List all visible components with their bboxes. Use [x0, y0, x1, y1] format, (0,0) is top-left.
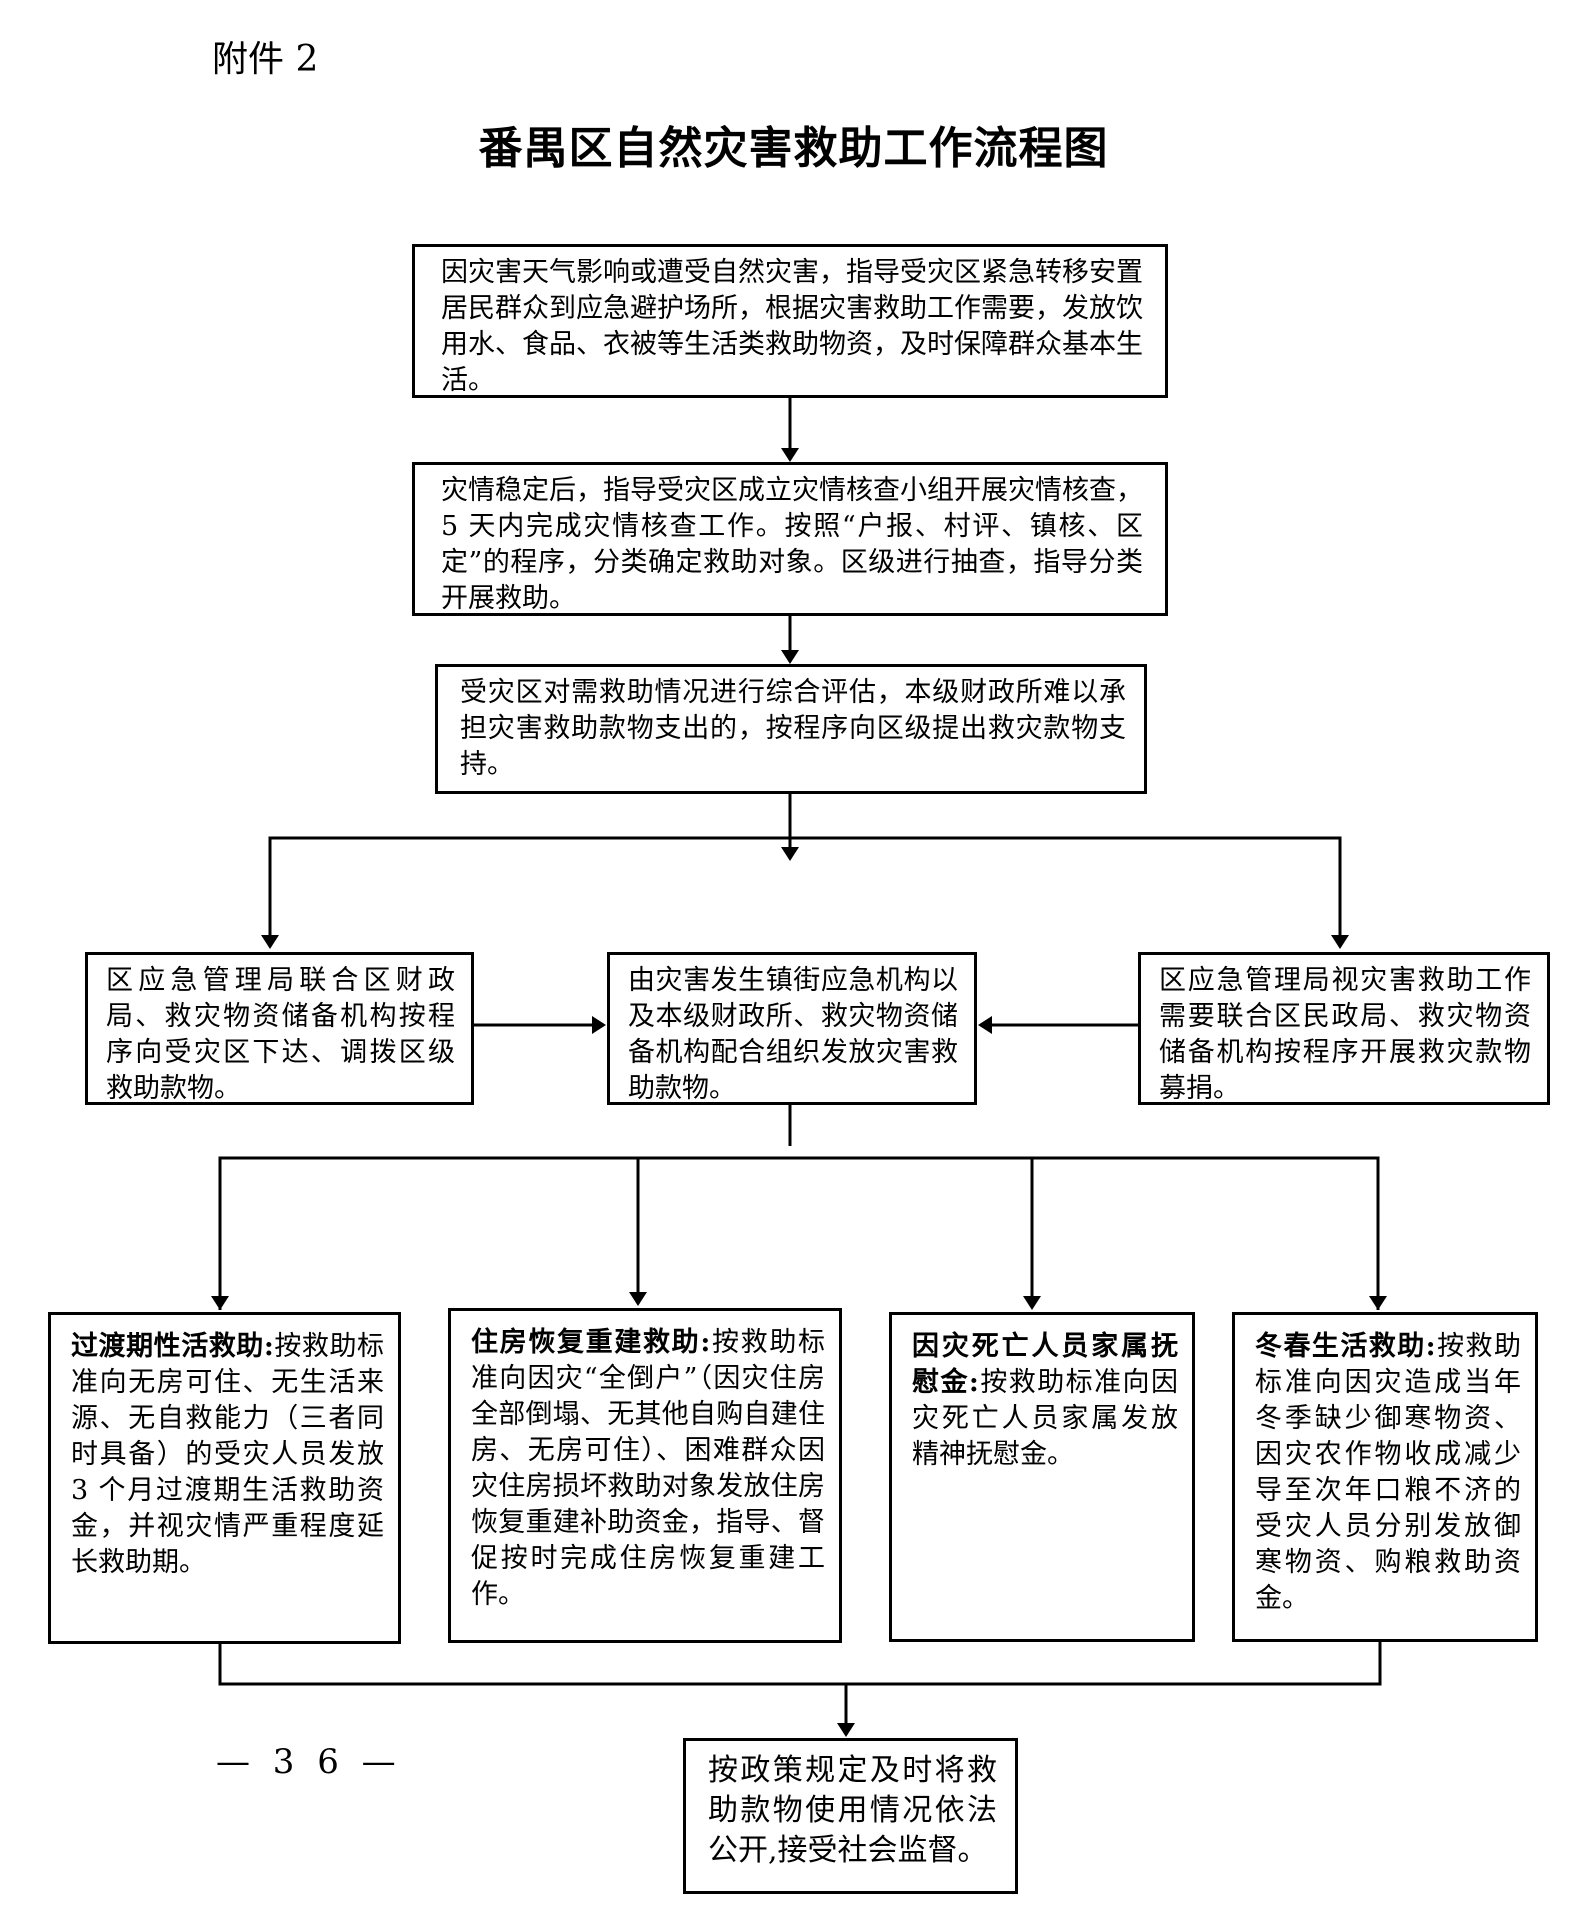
step-needs-assessment: 受灾区对需救助情况进行综合评估，本级财政所难以承担灾害救助款物支出的，按程序向区…	[435, 664, 1147, 794]
relief-winter-spring: 冬春生活救助:按救助标准向因灾造成当年冬季缺少御寒物资、因灾农作物收成减少导至次…	[1232, 1312, 1538, 1642]
relief-heading: 过渡期性活救助:	[71, 1331, 274, 1362]
relief-heading: 住房恢复重建救助:	[471, 1327, 711, 1358]
relief-heading: 冬春生活救助:	[1255, 1331, 1436, 1362]
attachment-label: 附件 2	[212, 39, 319, 80]
page-title: 番禺区自然灾害救助工作流程图	[478, 123, 1109, 174]
branch-town-distribution: 由灾害发生镇街应急机构以及本级财政所、救灾物资储备机构配合组织发放灾害救助款物。	[607, 952, 977, 1105]
branch-district-allocation: 区应急管理局联合区财政局、救灾物资储备机构按程序向受灾区下达、调拨区级救助款物。	[85, 952, 474, 1105]
relief-text: 按救助标准向因灾死亡人员家属发放精神抚慰金。	[912, 1367, 1179, 1470]
step-public-disclosure: 按政策规定及时将救助款物使用情况依法公开,接受社会监督。	[683, 1738, 1018, 1894]
relief-branch-line	[218, 1156, 1380, 1310]
page-number: — 3 6 —	[216, 1742, 402, 1782]
step-disaster-verification: 灾情稳定后，指导受灾区成立灾情核查小组开展灾情核查，5 天内完成灾情核查工作。按…	[412, 462, 1168, 616]
branch-donation-drive: 区应急管理局视灾害救助工作需要联合区民政局、救灾物资储备机构按程序开展救灾款物募…	[1138, 952, 1550, 1105]
relief-text: 按救助标准向无房可住、无生活来源、无自救能力（三者同时具备）的受灾人员发放 3 …	[71, 1331, 385, 1578]
merge-line	[218, 1642, 1382, 1686]
step-emergency-relocation: 因灾害天气影响或遭受自然灾害，指导受灾区紧急转移安置居民群众到应急避护场所，根据…	[412, 244, 1168, 398]
relief-text: 按救助标准向因灾“全倒户”（因灾住房全部倒塌、无其他自购自建住房、无房可住）、困…	[471, 1327, 826, 1610]
relief-heading: 因灾死亡人员家属抚慰金:	[912, 1331, 1178, 1398]
relief-housing-rebuild: 住房恢复重建救助:按救助标准向因灾“全倒户”（因灾住房全部倒塌、无其他自购自建住…	[448, 1308, 842, 1643]
relief-bereavement-comfort: 因灾死亡人员家属抚慰金:按救助标准向因灾死亡人员家属发放精神抚慰金。	[889, 1312, 1195, 1642]
relief-text: 按救助标准向因灾造成当年冬季缺少御寒物资、因灾农作物收成减少导至次年口粮不济的受…	[1255, 1331, 1521, 1614]
branch-line-left-right	[268, 836, 1342, 947]
relief-transition-period: 过渡期性活救助:按救助标准向无房可住、无生活来源、无自救能力（三者同时具备）的受…	[48, 1312, 401, 1644]
